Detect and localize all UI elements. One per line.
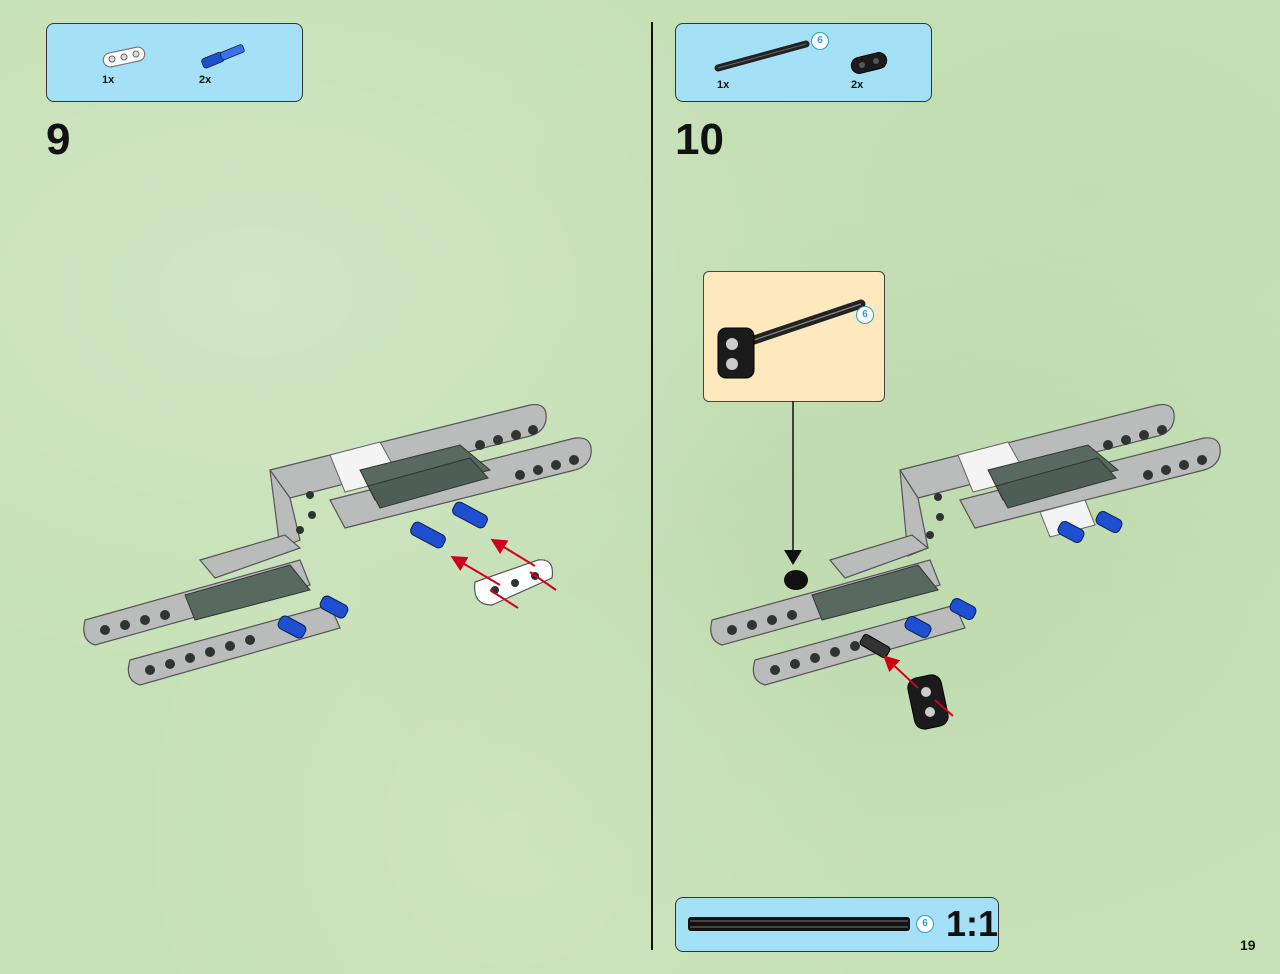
step-number-9: 9 (46, 115, 71, 164)
axle-1-to-1-icon (688, 917, 910, 931)
blue-axle-pin-icon (201, 44, 245, 69)
page-divider (651, 22, 653, 950)
qty-black-beam: 2x (851, 79, 864, 91)
qty-black-axle: 1x (717, 79, 730, 91)
parts-list-step-9: 1x 2x (46, 23, 303, 102)
qty-blue-pin: 2x (199, 74, 212, 86)
black-beam-2-icon (850, 52, 888, 74)
scale-label: 1:1 (946, 903, 999, 944)
axle-length-badge: 6 (811, 32, 829, 50)
parts-list-step-10: 6 1x 2x (675, 23, 932, 102)
step-number-10: 10 (675, 115, 724, 164)
axle-with-black-beam-icon (717, 299, 866, 379)
callout-length-badge: 6 (856, 306, 874, 324)
white-beam-3-icon (102, 46, 146, 68)
page-number: 19 (1240, 937, 1256, 953)
scale-reference-box: 6 (675, 897, 999, 952)
scale-length-badge: 6 (916, 915, 934, 933)
black-axle-6-icon (714, 40, 810, 72)
qty-white-beam: 1x (102, 74, 115, 86)
step-9-assembly-illustration (83, 403, 592, 686)
step-10-assembly-illustration (710, 401, 1221, 730)
sub-assembly-callout: 6 (703, 271, 885, 402)
